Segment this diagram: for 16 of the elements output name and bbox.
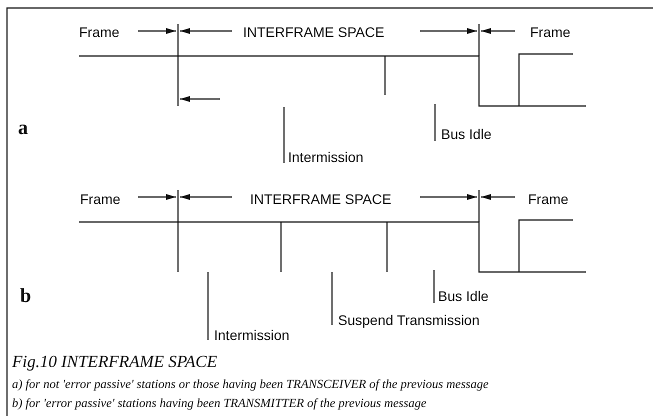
- frame-label: Frame: [80, 191, 120, 207]
- interval-label: INTERFRAME SPACE: [243, 24, 384, 40]
- state-label: Suspend Transmission: [338, 312, 480, 328]
- panel-letter: b: [20, 288, 32, 304]
- state-label: Intermission: [288, 149, 364, 165]
- frame-label: Frame: [79, 24, 120, 40]
- panel-letter: a: [18, 120, 28, 136]
- state-label: Bus Idle: [438, 288, 489, 304]
- caption-text: a) for not 'error passive' stations or those having been TRANSCEIVER of the previous message: [12, 376, 489, 392]
- state-label: Bus Idle: [441, 126, 492, 142]
- interval-label: INTERFRAME SPACE: [250, 191, 392, 207]
- frame-label: Frame: [528, 191, 568, 207]
- state-label: Intermission: [214, 327, 290, 343]
- frame-label: Frame: [530, 24, 570, 40]
- caption-text: b) for 'error passive' stations having been TRANSMITTER of the previous message: [12, 395, 426, 411]
- figure-title: Fig.10 INTERFRAME SPACE: [12, 352, 218, 372]
